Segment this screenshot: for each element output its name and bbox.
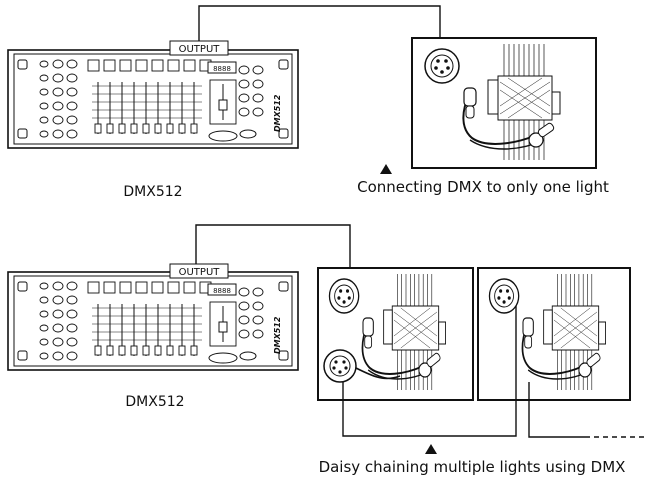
console-caption: DMX512: [125, 394, 184, 410]
light-fixture: [411, 37, 597, 169]
console-caption: DMX512: [123, 184, 182, 200]
dmx-cable: [198, 5, 441, 42]
dmx-console: 8888 DMX512: [7, 49, 299, 149]
dmx-cable-in: [195, 224, 351, 272]
display-readout: 8888: [213, 287, 231, 295]
caption-daisy-chain: Daisy chaining multiple lights using DMX: [319, 458, 626, 476]
output-label: OUTPUT: [179, 267, 221, 278]
light-fixture-2: [477, 267, 631, 401]
caption-single-light: Connecting DMX to only one light: [357, 178, 609, 196]
triangle-pointer-icon: [380, 164, 392, 174]
single-light-setup: 8888 DMX512 OUTPUT DMX512 Connecting DMX…: [7, 5, 609, 200]
output-port: [169, 40, 229, 56]
display-readout: 8888: [213, 65, 231, 73]
triangle-pointer-icon: [425, 444, 437, 454]
dmx-chain-cable-out: [528, 382, 590, 438]
light-fixture-1: [317, 267, 474, 401]
dmx-chain-cable: [342, 306, 517, 437]
output-label: OUTPUT: [179, 44, 221, 55]
console-model-label: DMX512: [273, 94, 282, 132]
output-port: [169, 263, 229, 279]
dmx-console: 8888 DMX512: [7, 271, 299, 371]
console-model-label: DMX512: [273, 316, 282, 354]
daisy-chain-setup: 8888 DMX512 OUTPUT DMX512: [7, 224, 645, 476]
